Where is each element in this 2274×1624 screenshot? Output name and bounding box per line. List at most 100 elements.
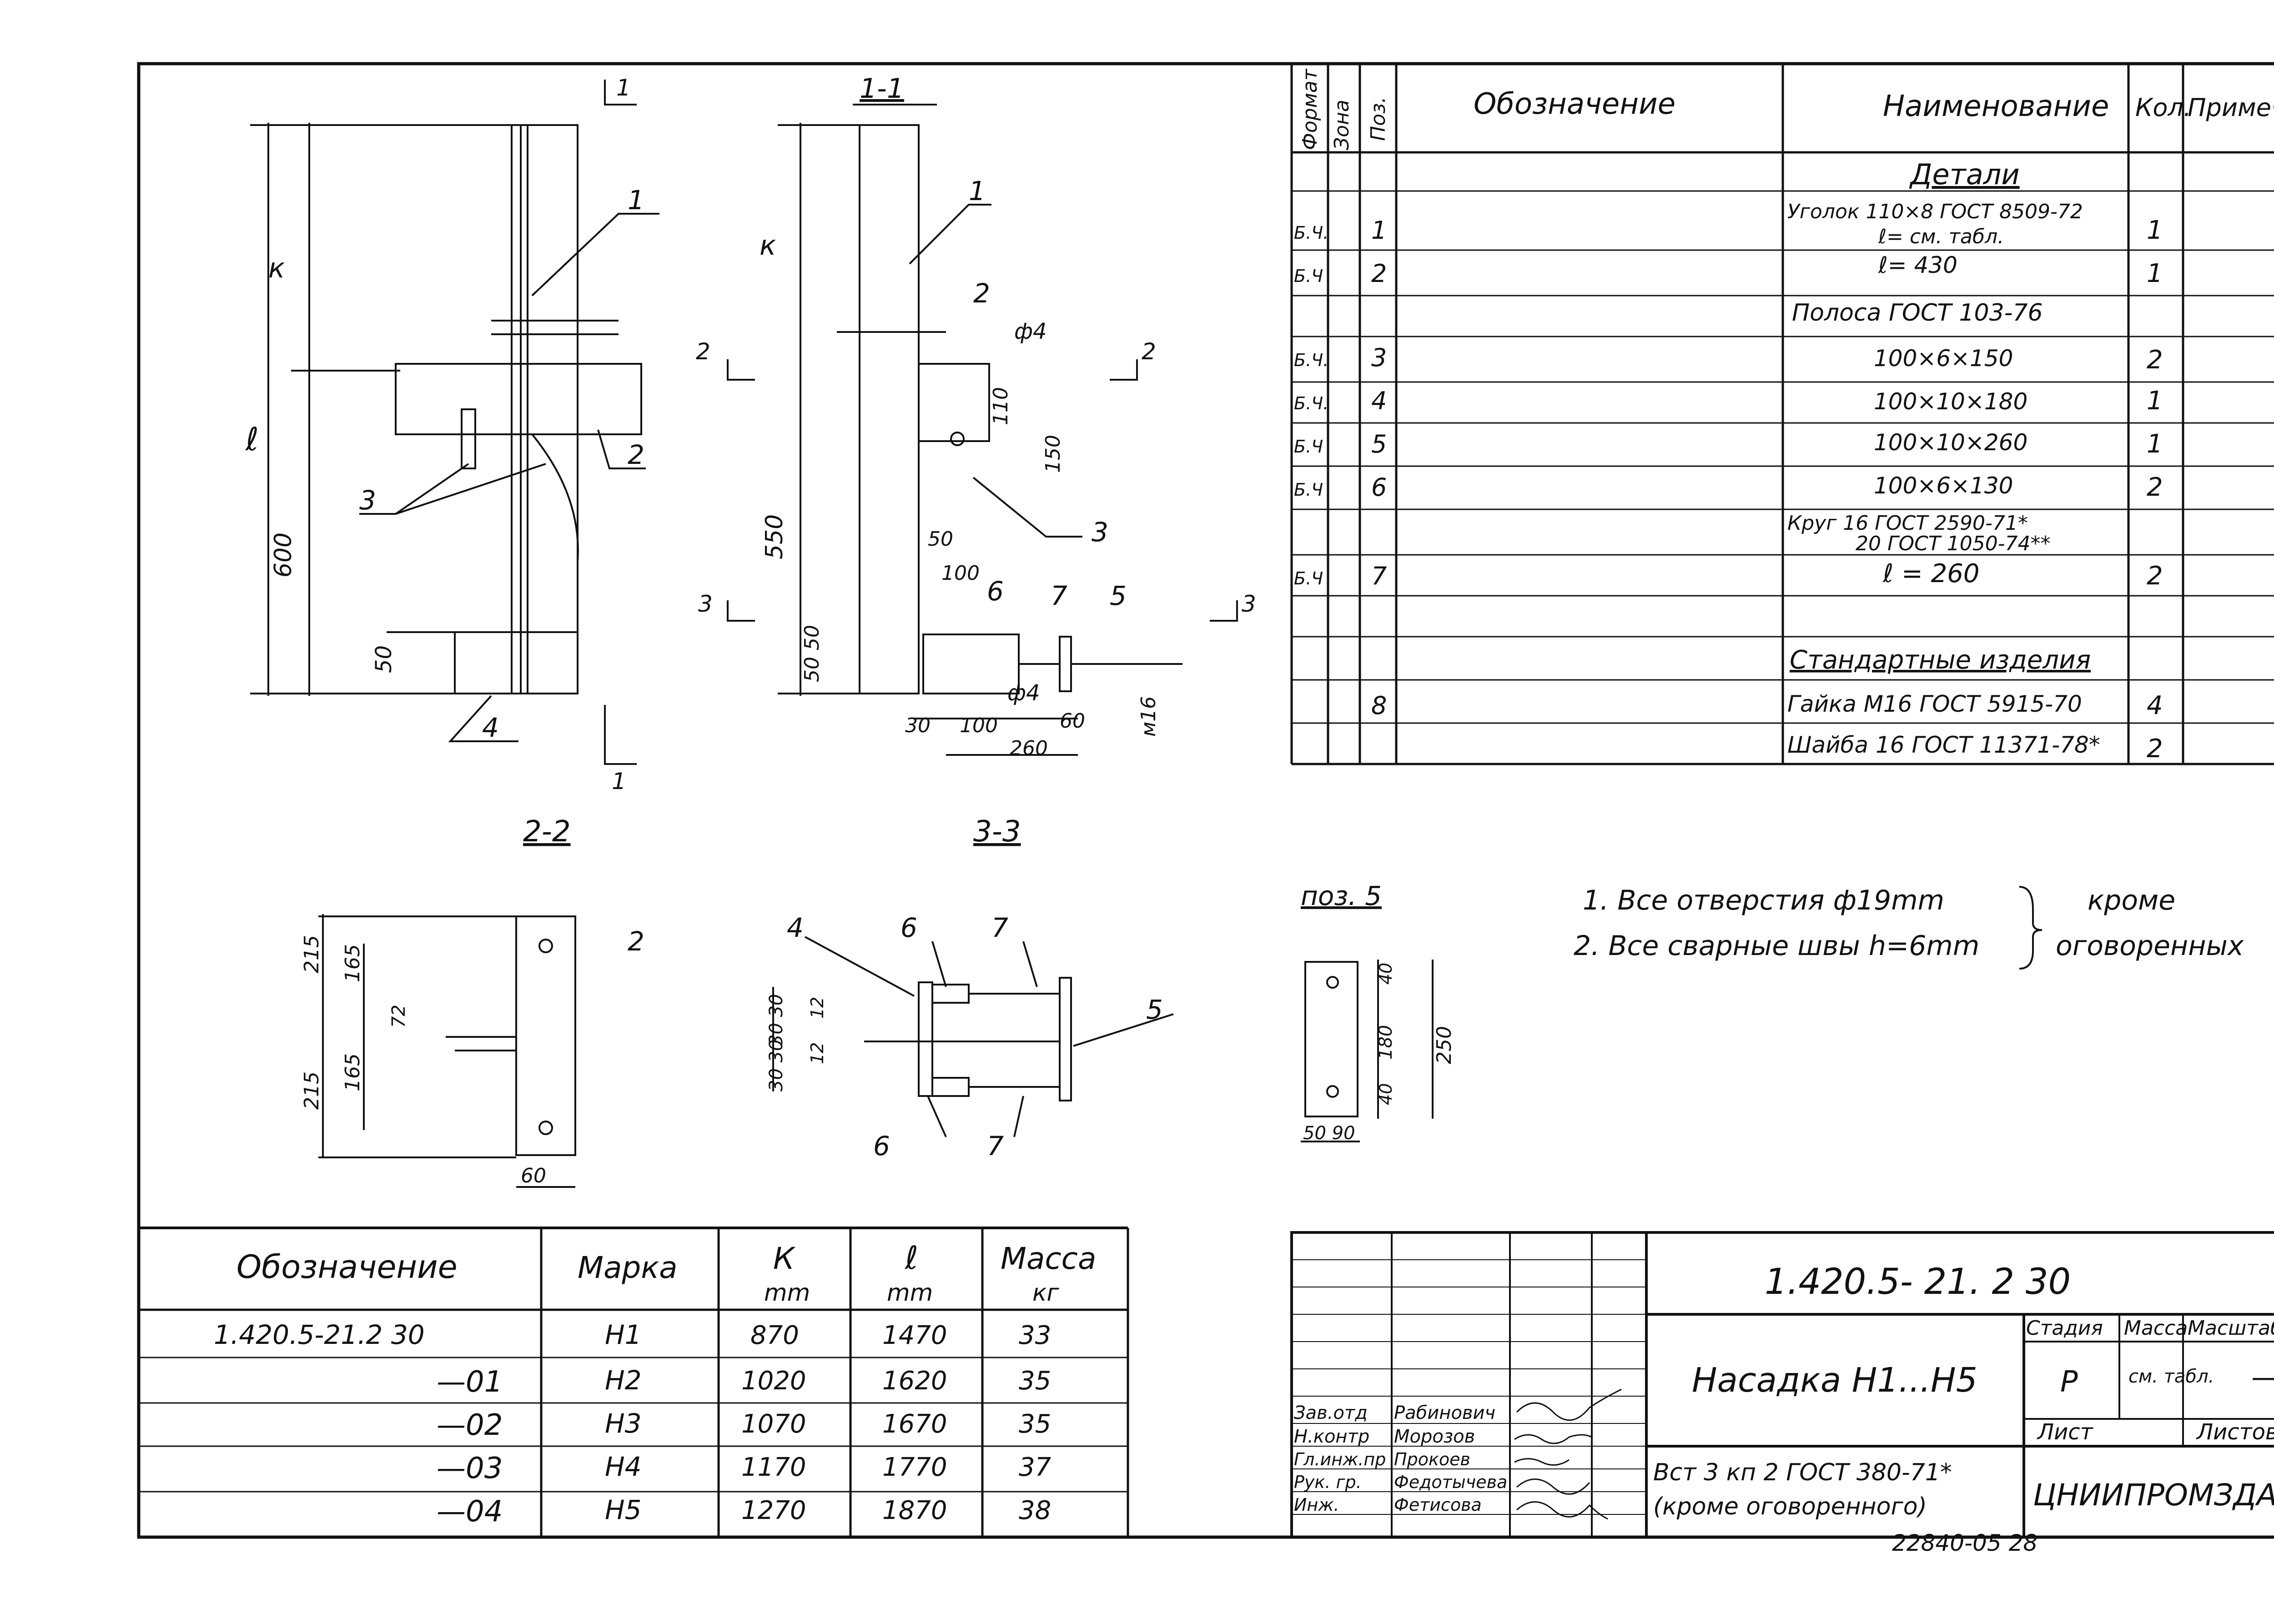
person-role: Гл.инж.пр xyxy=(1294,1449,1386,1469)
variants-header-mass: Масса xyxy=(1001,1241,1096,1276)
table-row: —04 Н5 1270 1870 38 xyxy=(437,1494,1051,1528)
material-line-2: (кроме оговоренного) xyxy=(1653,1493,1927,1520)
sheet-header: Лист xyxy=(2037,1419,2094,1445)
variants-header-mark: Марка xyxy=(578,1250,678,1285)
table-row: 1.420.5-21.2 30 Н1 870 1470 33 xyxy=(214,1319,1051,1350)
variant-mark: Н2 xyxy=(605,1365,642,1396)
spec-row-name: 100×10×180 xyxy=(1874,388,2027,415)
person-name: Рабинович xyxy=(1394,1403,1495,1423)
sheet-frame xyxy=(137,62,2274,1539)
signatures xyxy=(1514,1388,1622,1520)
dim-k: к xyxy=(268,252,285,284)
variants-header-k: К xyxy=(773,1241,796,1276)
pos-3-s11: 3 xyxy=(1092,517,1108,548)
note-2: 2. Все сварные швы h=6mm xyxy=(1574,930,1979,962)
variant-designation: —04 xyxy=(437,1495,503,1528)
person-role: Рук. гр. xyxy=(1294,1472,1362,1492)
sheets-header: Листов 1 xyxy=(2196,1419,2274,1445)
main-elevation xyxy=(250,80,659,765)
variant-k: 870 xyxy=(750,1321,799,1350)
spec-row-pos: 1 xyxy=(1371,216,1387,245)
variant-designation: —01 xyxy=(437,1365,503,1399)
pos-2-s11: 2 xyxy=(973,278,990,309)
spec-header-qty: Кол. xyxy=(2135,93,2191,122)
pos-2-label: 2 xyxy=(628,439,644,470)
note-right-2: оговоренных xyxy=(2056,930,2244,962)
pos-6-s33: 6 xyxy=(901,912,917,943)
spec-row-name-2: ℓ= см. табл. xyxy=(1878,225,2004,248)
dim-50-b: 50 xyxy=(928,528,953,551)
variant-mark: Н1 xyxy=(605,1319,642,1350)
pos-1-label: 1 xyxy=(628,185,644,216)
variant-mark: Н5 xyxy=(605,1494,642,1525)
person-name: Федотычева xyxy=(1394,1472,1507,1492)
variant-k: 1170 xyxy=(741,1453,806,1482)
spec-row-name: Круг 16 ГОСТ 2590-71* xyxy=(1787,512,2028,535)
title-block: 1.420.5- 21. 2 30 Насадка Н1...Н5 Вст 3 … xyxy=(1294,1262,2274,1520)
footer-code: 22840-05 28 xyxy=(1892,1530,2038,1556)
cut-2-left: 2 xyxy=(696,338,710,365)
spec-header-designation: Обозначение xyxy=(1474,87,1675,121)
pos-2-s22: 2 xyxy=(628,926,644,957)
spec-row-fmt: Б.Ч xyxy=(1294,266,1323,286)
spec-row-name: ℓ= 430 xyxy=(1878,252,1957,278)
pos-4-label: 4 xyxy=(482,712,499,743)
spec-row-qty: 1 xyxy=(2147,216,2163,245)
pos-7-s11: 7 xyxy=(1051,580,1067,611)
dim-30: 30 xyxy=(905,714,931,737)
dim-60-s22: 60 xyxy=(521,1164,546,1187)
stage-value: Р xyxy=(2060,1365,2078,1399)
pos-5-title: поз. 5 xyxy=(1301,880,1382,911)
variant-l: 1620 xyxy=(882,1366,947,1396)
variant-designation: —03 xyxy=(437,1452,503,1485)
note-right-1: кроме xyxy=(2088,885,2175,916)
spec-row-fmt: Б.Ч xyxy=(1294,568,1323,588)
spec-row-qty: 2 xyxy=(2147,473,2163,502)
spec-header-zone: Зона xyxy=(1330,100,1353,150)
spec-row-name: Детали xyxy=(1909,158,2020,191)
note-1: 1. Все отверстия ф19mm xyxy=(1583,885,1944,916)
variants-table: Обозначение Марка К mm ℓ mm Масса кг 1.4… xyxy=(214,1239,1096,1528)
spec-row-pos: 3 xyxy=(1371,343,1387,372)
dim-72: 72 xyxy=(388,1005,409,1028)
spec-row-qty: 4 xyxy=(2147,691,2163,720)
pos-6-s11: 6 xyxy=(987,576,1004,607)
spec-row-name-2: 20 ГОСТ 1050-74** xyxy=(1856,532,2051,555)
variant-mass: 33 xyxy=(1019,1321,1051,1350)
variant-mark: Н3 xyxy=(605,1408,642,1439)
dim-215-bottom: 215 xyxy=(300,1071,323,1110)
section-3-3-title: 3-3 xyxy=(973,815,1021,849)
dim-165-top: 165 xyxy=(341,944,364,982)
spec-table-grid xyxy=(1290,64,2274,765)
variant-designation: 1.420.5-21.2 30 xyxy=(214,1319,425,1350)
variant-k: 1070 xyxy=(741,1409,806,1439)
section-1-1-title: 1-1 xyxy=(860,73,904,105)
dim-100: 100 xyxy=(941,562,980,585)
main-elevation-labels: к ℓ 600 50 1 2 3 4 1 1 xyxy=(245,75,644,794)
spec-header-pos: Поз. xyxy=(1367,97,1390,141)
section-3-3-labels: 3-3 4 6 7 5 6 7 30 30 30 30 12 12 xyxy=(766,815,1163,1161)
spec-row-fmt: Б.Ч. xyxy=(1294,350,1328,370)
pos-6-s33-b: 6 xyxy=(873,1131,890,1161)
document-title: Насадка Н1...Н5 xyxy=(1692,1361,1977,1400)
dim-phi4-2: ф4 xyxy=(1007,680,1040,706)
pos-7-s33: 7 xyxy=(991,912,1008,943)
spec-row-fmt: Б.Ч xyxy=(1294,437,1323,457)
cut-2-right: 2 xyxy=(1142,338,1156,365)
spec-row-name: Гайка М16 ГОСТ 5915-70 xyxy=(1787,691,2082,717)
title-block-grid xyxy=(1290,1231,2274,1539)
cut-1-top: 1 xyxy=(616,75,631,101)
stage-header: Стадия xyxy=(2026,1317,2103,1340)
dim-phi4: ф4 xyxy=(1014,319,1047,344)
person-role: Инж. xyxy=(1294,1495,1339,1515)
dim-100-b: 100 xyxy=(960,714,998,737)
document-code: 1.420.5- 21. 2 30 xyxy=(1765,1262,2071,1302)
spec-row-name: Полоса ГОСТ 103-76 xyxy=(1792,299,2043,327)
pos-4-s33: 4 xyxy=(787,912,804,943)
spec-header-note: Примеч. xyxy=(2188,93,2274,122)
variants-header-designation: Обозначение xyxy=(236,1248,458,1286)
variant-mark: Н4 xyxy=(605,1451,642,1482)
dim-250: 250 xyxy=(1433,1026,1456,1064)
variant-designation: —02 xyxy=(437,1408,503,1442)
